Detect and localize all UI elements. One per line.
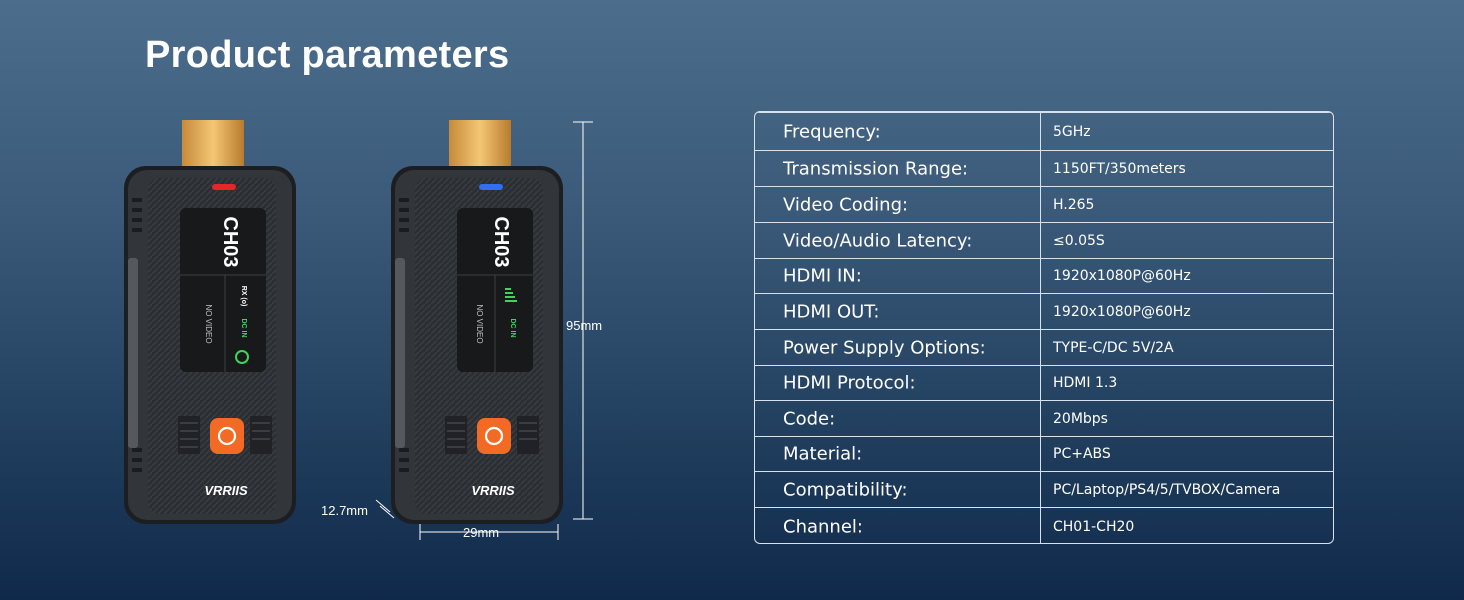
pair-button bbox=[210, 418, 244, 454]
height-dimension-label: 95mm bbox=[566, 318, 603, 333]
hdmi-connector bbox=[449, 120, 511, 172]
channel-display: CH03 bbox=[219, 216, 241, 267]
spec-value: 20Mbps bbox=[1053, 410, 1108, 427]
spec-value: 1920x1080P@60Hz bbox=[1053, 268, 1191, 284]
brand-logo: VRRIIS bbox=[471, 483, 515, 498]
spec-row-material: Material: PC+ABS bbox=[755, 436, 1333, 471]
spec-row-frequency: Frequency: 5GHz bbox=[755, 112, 1333, 150]
depth-dimension-label: 12.7mm bbox=[321, 503, 368, 518]
product-image-receiver: CH03 NO VIDEO DC IN VRRIIS bbox=[389, 118, 569, 528]
product-image-transmitter: CH03 NO VIDEO RX (o) DC IN VRRIIS bbox=[122, 118, 302, 528]
hdmi-connector bbox=[182, 120, 244, 172]
dc-in-label: DC IN bbox=[509, 318, 516, 337]
column-divider bbox=[1040, 112, 1041, 543]
spec-value: PC/Laptop/PS4/5/TVBOX/Camera bbox=[1053, 481, 1281, 498]
spec-value: CH01-CH20 bbox=[1053, 518, 1135, 535]
spec-value: PC+ABS bbox=[1053, 446, 1111, 462]
spec-value: TYPE-C/DC 5V/2A bbox=[1053, 339, 1174, 356]
signal-bars-icon bbox=[505, 288, 517, 302]
rx-label: RX (o) bbox=[240, 286, 247, 307]
spec-row-hdmi-protocol: HDMI Protocol: HDMI 1.3 bbox=[755, 365, 1333, 400]
spec-label: Video/Audio Latency: bbox=[783, 230, 973, 251]
brand-logo: VRRIIS bbox=[204, 483, 248, 498]
spec-label: Frequency: bbox=[783, 121, 881, 142]
spec-label: Material: bbox=[783, 443, 863, 465]
spec-value: 1150FT/350meters bbox=[1053, 160, 1186, 177]
spec-label: HDMI IN: bbox=[783, 265, 862, 287]
spec-row-code: Code: 20Mbps bbox=[755, 400, 1333, 436]
spec-label: HDMI OUT: bbox=[783, 301, 880, 322]
spec-label: Power Supply Options: bbox=[783, 337, 986, 358]
spec-row-video-coding: Video Coding: H.265 bbox=[755, 186, 1333, 222]
status-led bbox=[212, 184, 236, 190]
vent-grille bbox=[445, 416, 467, 454]
width-dimension-label: 29mm bbox=[463, 525, 500, 540]
spec-label: Code: bbox=[783, 408, 836, 429]
display-screen bbox=[180, 208, 266, 372]
sync-icon bbox=[484, 426, 504, 446]
spec-table: Frequency: 5GHz Transmission Range: 1150… bbox=[754, 111, 1334, 544]
spec-value: H.265 bbox=[1053, 196, 1095, 213]
spec-value: 5GHz bbox=[1053, 123, 1091, 140]
spec-label: HDMI Protocol: bbox=[783, 372, 916, 394]
spec-value: 1920x1080P@60Hz bbox=[1053, 303, 1191, 320]
pair-button bbox=[477, 418, 511, 454]
dc-in-label: DC IN bbox=[240, 318, 247, 337]
status-led bbox=[479, 184, 503, 190]
status-text: NO VIDEO bbox=[475, 304, 484, 343]
spec-label: Transmission Range: bbox=[783, 158, 969, 179]
spec-value: ≤0.05S bbox=[1053, 232, 1105, 249]
spec-row-hdmi-out: HDMI OUT: 1920x1080P@60Hz bbox=[755, 293, 1333, 329]
power-icon bbox=[235, 350, 249, 364]
spec-row-channel: Channel: CH01-CH20 bbox=[755, 507, 1333, 543]
spec-label: Compatibility: bbox=[783, 479, 908, 500]
vent-grille bbox=[178, 416, 200, 454]
spec-value: HDMI 1.3 bbox=[1053, 375, 1118, 391]
spec-label: Channel: bbox=[783, 516, 863, 537]
spec-label: Video Coding: bbox=[783, 194, 909, 215]
spec-row-transmission-range: Transmission Range: 1150FT/350meters bbox=[755, 150, 1333, 186]
spec-row-latency: Video/Audio Latency: ≤0.05S bbox=[755, 222, 1333, 258]
page-title: Product parameters bbox=[145, 34, 510, 76]
spec-row-hdmi-in: HDMI IN: 1920x1080P@60Hz bbox=[755, 258, 1333, 293]
status-text: NO VIDEO bbox=[204, 304, 213, 343]
sync-icon bbox=[217, 426, 237, 446]
spec-row-compatibility: Compatibility: PC/Laptop/PS4/5/TVBOX/Cam… bbox=[755, 471, 1333, 507]
channel-display: CH03 bbox=[490, 216, 512, 267]
spec-row-power-supply: Power Supply Options: TYPE-C/DC 5V/2A bbox=[755, 329, 1333, 365]
